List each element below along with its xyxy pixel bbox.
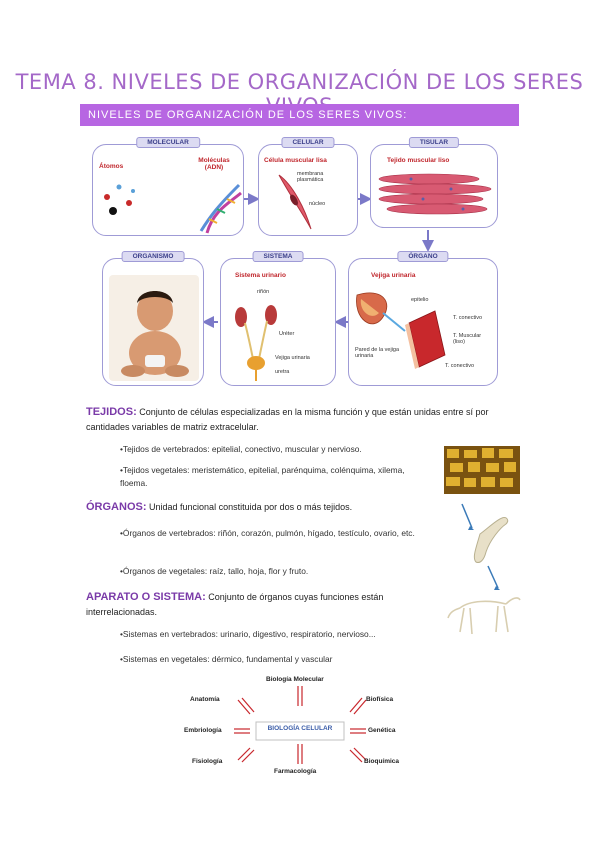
atomos-label: Átomos: [99, 163, 124, 170]
network-arrows: [234, 686, 367, 764]
uretra-label: uretra: [275, 369, 290, 375]
urinary-system-illustration: [235, 305, 277, 381]
muscle-tissue-illustration: [378, 173, 492, 215]
celular-box: CELULAR Célula muscular lisa membrana pl…: [258, 137, 358, 236]
molecular-tab: MOLECULAR: [136, 137, 200, 148]
cell-biology-network: BIOLOGÍA CELULAR Biología Molecular Anat…: [180, 672, 420, 780]
network-bottom-left: Fisiología: [192, 758, 223, 765]
aparato-definition: APARATO O SISTEMA: Conjunto de órganos c…: [86, 590, 431, 619]
organismo-tab: ORGANISMO: [121, 251, 185, 262]
celular-tab: CELULAR: [281, 137, 335, 148]
pared-label: Pared de la vejiga urinaria: [355, 347, 400, 360]
organo-title: Vejiga urinaria: [371, 272, 416, 279]
network-top: Biología Molecular: [266, 676, 324, 683]
aparato-bullet-2: •Sistemas en vegetales: dérmico, fundame…: [120, 654, 333, 664]
organos-text: Unidad funcional constituida por dos o m…: [149, 502, 353, 512]
vejiga-label: Vejiga urinaria: [275, 355, 310, 361]
organismo-box: ORGANISMO: [102, 251, 204, 386]
tisular-tab: TISULAR: [408, 137, 460, 148]
bladder-illustration: [356, 292, 446, 369]
network-bottom-right: Bioquímica: [364, 758, 400, 765]
sistema-box: SISTEMA Sistema urinario riñón Uréter Ve…: [220, 251, 336, 386]
network-top-right: Biofísica: [366, 696, 394, 703]
tejidos-bullet-2: •Tejidos vegetales: meristemático, epite…: [120, 465, 405, 488]
tejidos-text: Conjunto de células especializadas en la…: [86, 407, 489, 432]
bone-skeleton-illustration: [447, 503, 521, 635]
sistema-title: Sistema urinario: [235, 272, 286, 279]
network-left: Embriología: [184, 727, 222, 734]
rinon-label: riñón: [257, 289, 270, 295]
network-right: Genética: [368, 727, 396, 734]
nucleo-label: núcleo: [309, 201, 326, 207]
tisular-box: TISULAR Tejido muscular liso: [370, 137, 498, 228]
t-conectivo-label-1: T. conectivo: [453, 315, 483, 321]
tejidos-bullet-1: •Tejidos de vertebrados: epitelial, cone…: [120, 444, 362, 454]
organos-heading: ÓRGANOS:: [86, 501, 147, 513]
epitelio-label: epitelio: [411, 297, 429, 303]
aparato-heading: APARATO O SISTEMA:: [86, 591, 206, 603]
section-bar: NIVELES DE ORGANIZACIÓN DE LOS SERES VIV…: [80, 104, 519, 126]
muscle-cell-illustration: [278, 174, 312, 230]
network-top-left: Anatomía: [190, 696, 220, 703]
membrana-label: membrana plasmática: [297, 171, 324, 184]
atoms-dna-illustration: [104, 183, 242, 234]
molecular-box: MOLECULAR Átomos Moléculas (ADN): [92, 137, 244, 236]
organo-box: ÓRGANO Vejiga urinaria epitelio T. conec…: [348, 251, 498, 386]
moleculas-label: Moléculas (ADN): [198, 157, 230, 172]
organization-levels-diagram: MOLECULAR Átomos Moléculas (ADN) CELULAR…: [92, 136, 507, 391]
organos-bullet-1: •Órganos de vertebrados: riñón, corazón,…: [120, 528, 415, 538]
tejidos-heading: TEJIDOS:: [86, 406, 137, 418]
tejidos-definition: TEJIDOS: Conjunto de células especializa…: [86, 405, 516, 434]
sistema-tab: SISTEMA: [252, 251, 304, 262]
network-center: BIOLOGÍA CELULAR: [267, 725, 333, 732]
t-conectivo-label-2: T. conectivo: [445, 363, 475, 369]
tisular-title: Tejido muscular liso: [387, 157, 450, 164]
aparato-bullet-1: •Sistemas en vertebrados: urinario, dige…: [120, 629, 376, 639]
network-bottom: Farmacología: [274, 768, 317, 775]
baby-illustration: [109, 275, 199, 381]
t-muscular-label: T. Muscular (liso): [453, 333, 482, 346]
organos-bullet-2: •Órganos de vegetales: raíz, tallo, hoja…: [120, 566, 309, 576]
aparato-text: Conjunto de órganos cuyas funciones está…: [86, 592, 384, 617]
ureter-label: Uréter: [279, 331, 295, 337]
celular-title: Célula muscular lisa: [264, 157, 327, 164]
organo-tab: ÓRGANO: [397, 251, 449, 262]
organos-definition: ÓRGANOS: Unidad funcional constituida po…: [86, 500, 426, 516]
tissue-photo: [444, 446, 520, 494]
